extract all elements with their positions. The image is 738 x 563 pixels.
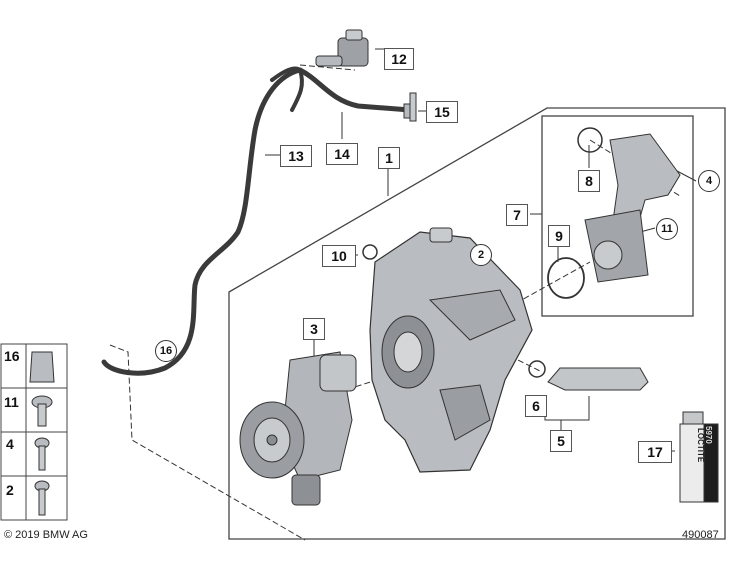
- fasteners: [29, 351, 55, 516]
- callout-11-circle: 11: [656, 218, 678, 240]
- adhesive-cartridge: LOCTITE: [679, 411, 719, 503]
- callout-14: 14: [326, 143, 358, 165]
- callout-12: 12: [384, 48, 414, 70]
- seal-ring-part-10: [362, 244, 378, 260]
- pipe-part-5: [528, 360, 649, 391]
- callout-6: 6: [525, 395, 547, 417]
- kit-outline: [228, 107, 726, 540]
- connector-part-12: [315, 29, 369, 67]
- copyright-text: © 2019 BMW AG: [4, 529, 88, 541]
- callout-7: 7: [506, 204, 528, 226]
- callout-15: 15: [426, 101, 458, 123]
- callout-8: 8: [578, 170, 600, 192]
- pump-housing: [369, 227, 533, 473]
- callout-2-circle: 2: [470, 244, 492, 266]
- callout-13: 13: [280, 145, 312, 167]
- callout-17: 17: [638, 441, 672, 463]
- adhesive-code: 5970: [704, 426, 713, 444]
- coolant-hose: [101, 66, 413, 376]
- pump-part-3: [239, 351, 357, 506]
- panel-label-4: 4: [6, 436, 14, 452]
- adhesive-brand-text: LOCTITE: [696, 428, 705, 463]
- panel-label-11: 11: [4, 394, 19, 410]
- callout-9: 9: [548, 225, 570, 247]
- callout-1: 1: [378, 147, 400, 169]
- callout-3: 3: [303, 318, 325, 340]
- fastener-panel: [0, 343, 68, 521]
- thermostat-housing: [547, 127, 681, 299]
- callout-4-circle: 4: [698, 170, 720, 192]
- diagram-number: 490087: [682, 529, 719, 541]
- panel-label-16: 16: [4, 348, 20, 364]
- callout-10: 10: [322, 245, 356, 267]
- t-fitting-part-15: [403, 92, 417, 122]
- callout-16-circle: 16: [155, 340, 177, 362]
- callout-5: 5: [550, 430, 572, 452]
- thermostat-group-box: [541, 115, 694, 317]
- panel-label-2: 2: [6, 482, 14, 498]
